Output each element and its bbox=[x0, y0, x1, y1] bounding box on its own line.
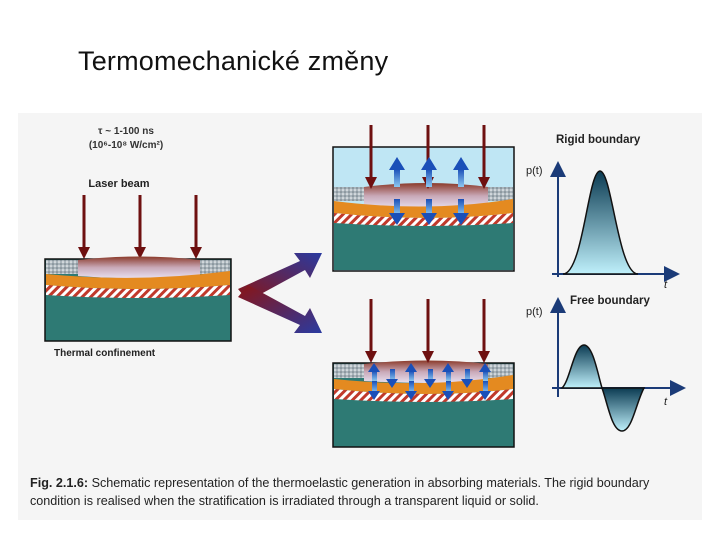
laser-arrow bbox=[134, 195, 146, 259]
free-pressure-graph bbox=[550, 297, 686, 432]
free-pressure-negative-lobe bbox=[600, 387, 646, 432]
free-time-axis-label: t bbox=[664, 396, 668, 408]
caption-label: Fig. 2.1.6: bbox=[30, 476, 89, 490]
caption-text: Schematic representation of the thermoel… bbox=[30, 476, 650, 508]
free-pressure-positive-lobe bbox=[560, 344, 604, 389]
pulse-duration-label: τ ~ 1-100 ns bbox=[98, 126, 154, 137]
rigid-pressure-axis-label: p(t) bbox=[526, 165, 543, 177]
free-pressure-axis-label: p(t) bbox=[526, 306, 543, 318]
laser-arrow bbox=[78, 195, 90, 259]
figure-panel: τ ~ 1-100 ns (10⁶-10⁸ W/cm²) Laser beam … bbox=[18, 113, 702, 520]
split-arrows bbox=[238, 253, 322, 333]
pressure-arrow-down bbox=[479, 381, 491, 400]
pressure-arrow-down bbox=[368, 381, 380, 400]
laser-arrows-left bbox=[78, 195, 202, 259]
pressure-arrow-down bbox=[453, 199, 469, 225]
laser-arrow bbox=[422, 299, 434, 363]
rigid-pressure-graph bbox=[550, 161, 680, 282]
pressure-arrow-up bbox=[479, 363, 491, 381]
rigid-pressure-pulse bbox=[562, 170, 639, 275]
laser-arrow bbox=[478, 299, 490, 363]
pressure-arrow-down bbox=[442, 381, 454, 400]
rigid-time-axis-label: t bbox=[664, 279, 668, 291]
laser-arrow bbox=[365, 125, 377, 189]
laser-arrow bbox=[365, 299, 377, 363]
pressure-arrow-down bbox=[386, 369, 398, 388]
pressure-arrow-up bbox=[421, 157, 437, 187]
pressure-arrow-down bbox=[389, 199, 405, 225]
pressure-arrow-down bbox=[405, 381, 417, 400]
pressure-arrows-rigid bbox=[389, 157, 469, 225]
pulse-intensity-label: (10⁶-10⁸ W/cm²) bbox=[89, 140, 163, 151]
pressure-arrow-down bbox=[424, 369, 436, 388]
pressure-arrow-up bbox=[405, 363, 417, 381]
sample-block-left bbox=[44, 256, 232, 342]
rigid-boundary-label: Rigid boundary bbox=[556, 134, 641, 146]
slide-title: Termomechanické změny bbox=[78, 46, 389, 76]
pressure-arrow-up bbox=[453, 157, 469, 187]
laser-arrow bbox=[478, 125, 490, 189]
thermoelastic-diagram: τ ~ 1-100 ns (10⁶-10⁸ W/cm²) Laser beam … bbox=[44, 125, 686, 448]
figure-caption: Fig. 2.1.6: Schematic representation of … bbox=[30, 474, 690, 510]
sample-block-rigid bbox=[332, 146, 515, 272]
pressure-arrow-down bbox=[421, 199, 437, 225]
free-boundary-label: Free boundary bbox=[570, 295, 650, 307]
laser-arrow bbox=[190, 195, 202, 259]
pressure-arrow-down bbox=[461, 369, 473, 388]
pressure-arrow-up bbox=[389, 157, 405, 187]
laser-arrows-free bbox=[365, 299, 490, 363]
laser-beam-label: Laser beam bbox=[88, 178, 149, 190]
thermal-confinement-label: Thermal confinement bbox=[54, 348, 156, 359]
pressure-arrows-free bbox=[368, 363, 491, 400]
pressure-arrow-up bbox=[442, 363, 454, 381]
pressure-arrow-up bbox=[368, 363, 380, 381]
